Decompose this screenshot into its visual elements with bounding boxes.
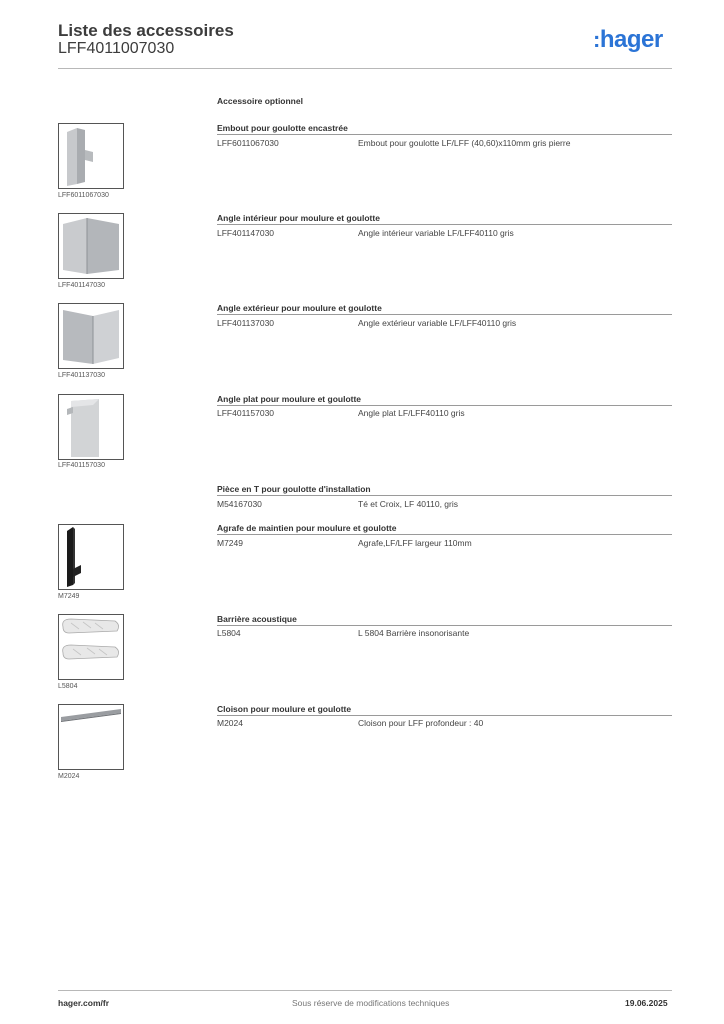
item-description: Angle extérieur variable LF/LFF40110 gri… bbox=[358, 318, 517, 328]
footer-notice: Sous réserve de modifications techniques bbox=[292, 998, 450, 1008]
item-reference: L5804 bbox=[217, 628, 241, 638]
item-reference: LFF401137030 bbox=[217, 318, 275, 328]
item-heading: Barrière acoustique bbox=[217, 614, 297, 624]
product-image-label: LFF401157030 bbox=[58, 462, 105, 469]
item-rule bbox=[217, 534, 672, 535]
item-reference: M54167030 bbox=[217, 499, 262, 509]
footer-divider bbox=[58, 990, 672, 991]
product-image-label: M2024 bbox=[58, 773, 80, 780]
item-heading: Angle extérieur pour moulure et goulotte bbox=[217, 303, 382, 313]
item-reference: LFF401157030 bbox=[217, 408, 275, 418]
header-divider bbox=[58, 68, 672, 69]
item-description: Angle plat LF/LFF40110 gris bbox=[358, 408, 465, 418]
product-image-label: LFF6011067030 bbox=[58, 192, 109, 199]
item-description: Angle intérieur variable LF/LFF40110 gri… bbox=[358, 228, 514, 238]
product-image bbox=[58, 213, 124, 279]
item-reference: M7249 bbox=[217, 538, 243, 548]
item-heading: Agrafe de maintien pour moulure et goulo… bbox=[217, 523, 397, 533]
item-rule bbox=[217, 224, 672, 225]
item-heading: Angle plat pour moulure et goulotte bbox=[217, 394, 362, 404]
section-title: Accessoire optionnel bbox=[217, 96, 303, 106]
item-rule bbox=[217, 314, 672, 315]
item-reference: LFF401147030 bbox=[217, 228, 275, 238]
item-heading: Pièce en T pour goulotte d'installation bbox=[217, 484, 371, 494]
item-rule bbox=[217, 715, 672, 716]
product-image-label: LFF401147030 bbox=[58, 282, 105, 289]
item-rule bbox=[217, 134, 672, 135]
product-image bbox=[58, 614, 124, 680]
item-rule bbox=[217, 495, 672, 496]
item-heading: Embout pour goulotte encastrée bbox=[217, 123, 348, 133]
hager-logo: :hager bbox=[593, 26, 663, 54]
item-description: Cloison pour LFF profondeur : 40 bbox=[358, 718, 484, 728]
document-title: Liste des accessoires bbox=[58, 21, 234, 40]
product-image bbox=[58, 394, 124, 460]
logo-text: hager bbox=[599, 26, 663, 53]
document-reference: LFF4011007030 bbox=[58, 40, 175, 57]
item-reference: M2024 bbox=[217, 718, 243, 728]
item-heading: Angle intérieur pour moulure et goulotte bbox=[217, 213, 380, 223]
item-description: Embout pour goulotte LF/LFF (40,60)x110m… bbox=[358, 138, 571, 148]
product-image-label: LFF401137030 bbox=[58, 372, 105, 379]
logo-colon-mark: : bbox=[593, 27, 600, 52]
item-reference: LFF6011067030 bbox=[217, 138, 279, 148]
footer-date: 19.06.2025 bbox=[625, 998, 668, 1008]
item-rule bbox=[217, 625, 672, 626]
item-description: Agrafe,LF/LFF largeur 110mm bbox=[358, 538, 472, 548]
product-image bbox=[58, 303, 124, 369]
product-image bbox=[58, 524, 124, 590]
product-image-label: M7249 bbox=[58, 593, 80, 600]
item-description: Té et Croix, LF 40110, gris bbox=[358, 499, 458, 509]
product-image-label: L5804 bbox=[58, 683, 78, 690]
item-rule bbox=[217, 405, 672, 406]
item-heading: Cloison pour moulure et goulotte bbox=[217, 704, 352, 714]
product-image bbox=[58, 704, 124, 770]
item-description: L 5804 Barrière insonorisante bbox=[358, 628, 470, 638]
product-image bbox=[58, 123, 124, 189]
footer-website: hager.com/fr bbox=[58, 998, 110, 1008]
